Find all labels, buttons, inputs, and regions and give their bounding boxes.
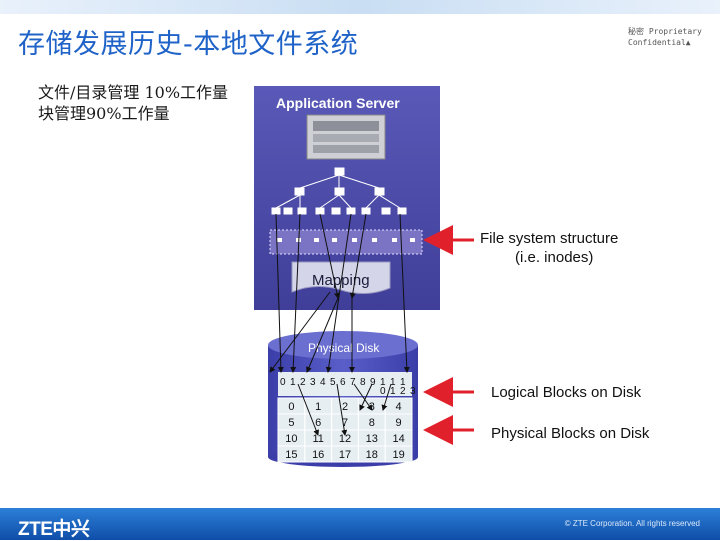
physical-block-number: 6 [315, 417, 321, 429]
mapping-arrows [269, 213, 410, 436]
logical-block-digit: 0 [380, 386, 386, 397]
logical-block-digit: 4 [320, 377, 326, 388]
zte-logo: ZTE中兴 [18, 519, 90, 540]
bullet-item: 文件/目录管理 10%工作量 [38, 83, 229, 102]
physical-block-number: 8 [369, 417, 375, 429]
logical-block-digit: 8 [360, 377, 366, 388]
logical-block-digit: 1 [290, 377, 296, 388]
top-banner [0, 0, 720, 14]
physical-block-number: 14 [392, 433, 404, 445]
footer-bar: ZTE中兴 © ZTE Corporation. All rights rese… [0, 508, 720, 540]
physical-block-number: 19 [392, 449, 404, 461]
physical-block-number: 5 [288, 417, 294, 429]
logical-block-digit: 3 [310, 377, 316, 388]
physical-block-number: 10 [285, 433, 297, 445]
confidential-line-1: 秘密 Proprietary [628, 27, 702, 36]
mapping-block [291, 261, 391, 294]
physical-block-number: 11 [312, 433, 323, 445]
physical-block-number: 12 [339, 433, 351, 445]
application-server-label: Application Server [276, 95, 400, 111]
logical-block-digit: 1 [400, 377, 406, 388]
bullet-item: 块管理90%工作量 [38, 104, 170, 123]
logical-block-digit: 9 [370, 377, 376, 388]
logical-block-digit: 5 [330, 377, 336, 388]
confidential-line-2: Confidential▲ [628, 38, 691, 47]
logical-block-digit: 1 [390, 377, 396, 388]
logical-blocks-label: Logical Blocks on Disk [491, 384, 642, 401]
physical-block-number: 9 [396, 417, 402, 429]
slide-title: 存储发展历史-本地文件系统 [18, 29, 359, 60]
logical-block-digit: 1 [390, 386, 396, 397]
logical-block-digit: 2 [300, 377, 306, 388]
physical-block-number: 16 [312, 449, 324, 461]
physical-block-number: 7 [342, 417, 348, 429]
logical-block-digit: 3 [410, 386, 416, 397]
inode-tree [271, 167, 407, 215]
physical-block-number: 13 [366, 433, 378, 445]
physical-disk-label: Physical Disk [308, 341, 380, 355]
logical-block-digit: 1 [380, 377, 386, 388]
logical-blocks-strip [278, 372, 412, 396]
physical-block-number: 0 [288, 401, 294, 413]
physical-blocks-label: Physical Blocks on Disk [491, 425, 650, 442]
logical-block-digit: 7 [350, 377, 356, 388]
physical-block-number: 17 [339, 449, 351, 461]
logical-block-digit: 2 [400, 386, 406, 397]
copyright-text: © ZTE Corporation. All rights reserved [564, 519, 700, 528]
physical-block-cell [384, 445, 413, 463]
physical-block-number: 18 [366, 449, 378, 461]
server-icon [306, 114, 386, 160]
logical-block-digit: 6 [340, 377, 346, 388]
physical-block-number: 1 [315, 401, 321, 413]
fs-structure-sublabel: (i.e. inodes) [515, 249, 593, 266]
logical-block-digit: 0 [280, 377, 286, 388]
physical-block-number: 15 [285, 449, 297, 461]
physical-block-number: 4 [396, 401, 402, 413]
confidential-notice: 秘密 Proprietary Confidential▲ [628, 26, 702, 48]
bullet-list: 文件/目录管理 10%工作量 块管理90%工作量 [38, 82, 228, 124]
physical-block-number: 2 [342, 401, 348, 413]
fs-structure-label: File system structure [480, 230, 618, 247]
